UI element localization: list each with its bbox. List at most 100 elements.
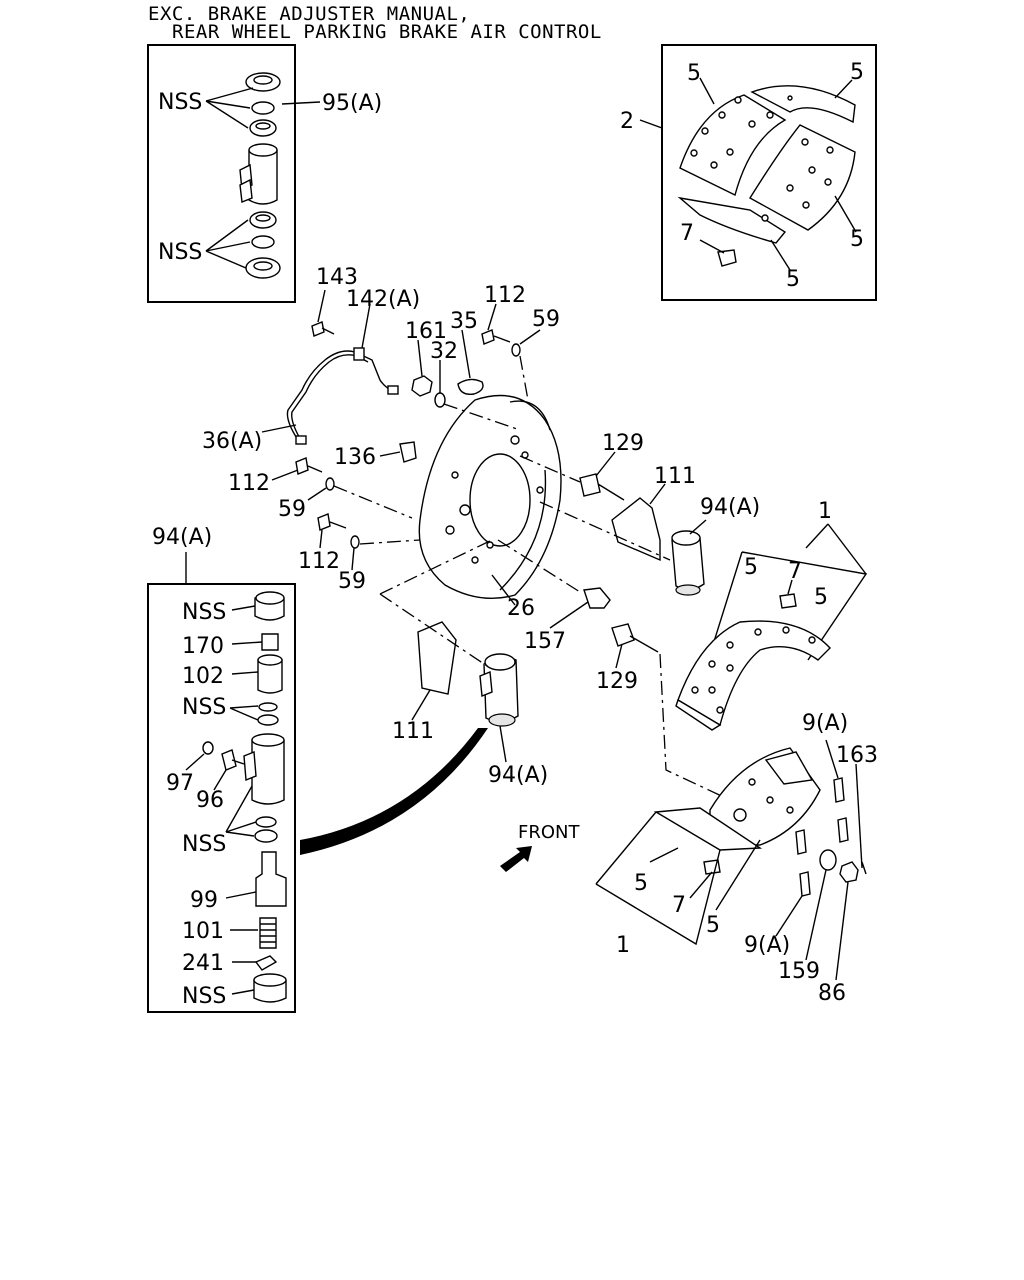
washer-59-low-leader [351,547,355,571]
ring-nss-3b [254,829,278,843]
plug-35-label: 35 [450,309,478,334]
lower-shoe-ref-label: 1 [616,933,630,958]
diagram-title-line-1: EXC. BRAKE ADJUSTER MANUAL, [148,3,471,25]
lining-segment-upper-left [679,94,787,197]
kit-94a-pointer-arrow [300,728,488,855]
part-101 [259,917,277,949]
bolt-143-leader [317,289,326,323]
wheel-cylinder-right-top [671,530,701,546]
nss-bottom-leaders [205,219,251,269]
kit-94a-item-99: 99 [190,888,218,913]
washer-59-top [511,343,521,357]
wheel-cylinder-left-top [484,653,516,671]
guard-111-right [611,497,661,562]
kit-94a-nss-1-leader [231,605,256,611]
kit-94a-frame [147,583,296,1013]
cylinder-94a-left-label: 94(A) [488,763,548,788]
bleeder-129-top-label: 129 [602,431,644,456]
bolt-157 [583,587,611,609]
cylinder-94a-right-label: 94(A) [700,495,760,520]
front-arrow-icon [500,846,532,872]
guard-111-left-label: 111 [392,719,434,744]
upper-rivet-leader [787,579,793,595]
pipe-fitting-lower [295,435,307,445]
part-101-coils [260,923,276,943]
kit-95a-frame [147,44,296,303]
upper-shoe-lining-right-label: 5 [814,585,828,610]
lining-segment-upper-right [750,85,856,124]
bolt-157-label: 157 [524,629,566,654]
bolt-112-top [481,329,511,345]
kit-95a-panel: NSS NSS 95(A) [147,44,382,303]
brake-pipe-group: 36(A) 142(A) [202,287,420,454]
bleeder-129-low-leader [615,643,623,669]
cylinder-94a-left-leader [499,725,507,763]
nut-86 [839,861,859,883]
kit-94a-item-97: 97 [166,771,194,796]
part-241 [254,955,278,971]
wheel-cylinder-left-bottom [488,713,516,727]
guard-111-left-leader [411,689,431,721]
nut-86-leader [835,881,849,981]
brake-pipe [286,350,396,441]
cylinder-right-centerline [539,501,671,561]
guard-111-right-leader [649,483,666,505]
pipe-36a-label: 36(A) [202,429,262,454]
kit-95a-ref-label: 95(A) [322,91,382,116]
piston-lug-2 [239,178,253,203]
rivet-7-leader [699,239,725,254]
pin-163-label: 163 [836,743,878,768]
bolt-112-low-label: 112 [298,549,340,574]
kit-94a-item-nss-4: NSS [182,984,226,1009]
washer-59-top-leader [519,329,541,345]
backing-plate-rim [499,400,551,591]
seal-lower-outer-inner [253,261,273,271]
kit-94a-item-nss-1: NSS [182,600,226,625]
piston-top [248,143,278,157]
lining-5-leaders [699,77,857,271]
top-fasteners: 143 161 32 35 112 59 [311,265,560,431]
nss-top-leaders [205,87,254,129]
kit-94a-item-nss-3: NSS [182,832,226,857]
pin-163 [861,861,867,875]
washer-59-mid-leader [307,487,327,501]
kit-94a-nss-2-leaders [229,705,259,721]
wheel-cylinder-right-bottom [675,584,701,596]
part-97-leader [185,753,205,771]
upper-shoe-lining [677,620,831,727]
part-170-leader [231,641,263,645]
bleeder-129-low-label: 129 [596,669,638,694]
washer-59-low [350,535,360,549]
pin-9a-bottom-label: 9(A) [744,933,790,958]
ring-nss-3a [255,816,277,828]
pin-9a-lower-b [799,871,811,897]
lower-shoe-assembly: 5 7 5 1 9(A) 163 9(A) 159 86 [595,711,878,1006]
kit-94a-item-nss-2: NSS [182,695,226,720]
hose-clip [353,347,365,361]
kit-94a-item-96: 96 [196,788,224,813]
lining-label-top-right: 5 [850,60,864,85]
upper-shoe-rivet [779,593,797,609]
bolt-112-mid-label: 112 [228,471,270,496]
pin-9a-upper [833,777,845,803]
lower-shoe-leaders [649,839,761,911]
bleeder-129-low [611,623,659,653]
part-96-leader [213,769,227,791]
washer-159-label: 159 [778,959,820,984]
lower-shoe-rivet-label: 7 [672,893,686,918]
washer-59-mid [325,477,335,491]
cylinder-body-lug [243,750,257,782]
plug-35-leader [461,329,471,379]
part-97 [202,741,214,755]
bolt-157-leader [549,601,589,629]
lower-shoe-bracket [595,811,721,946]
ref-95a-leader [281,101,321,105]
cylinder-body-top [251,733,285,747]
lining-set-frame [661,44,877,301]
washer-32 [434,392,446,408]
part-99-leader [225,891,257,899]
cylinder-left-centerlines [379,539,493,669]
nut-161 [411,375,433,397]
kit-95a-nss-bottom-label: NSS [158,240,202,265]
